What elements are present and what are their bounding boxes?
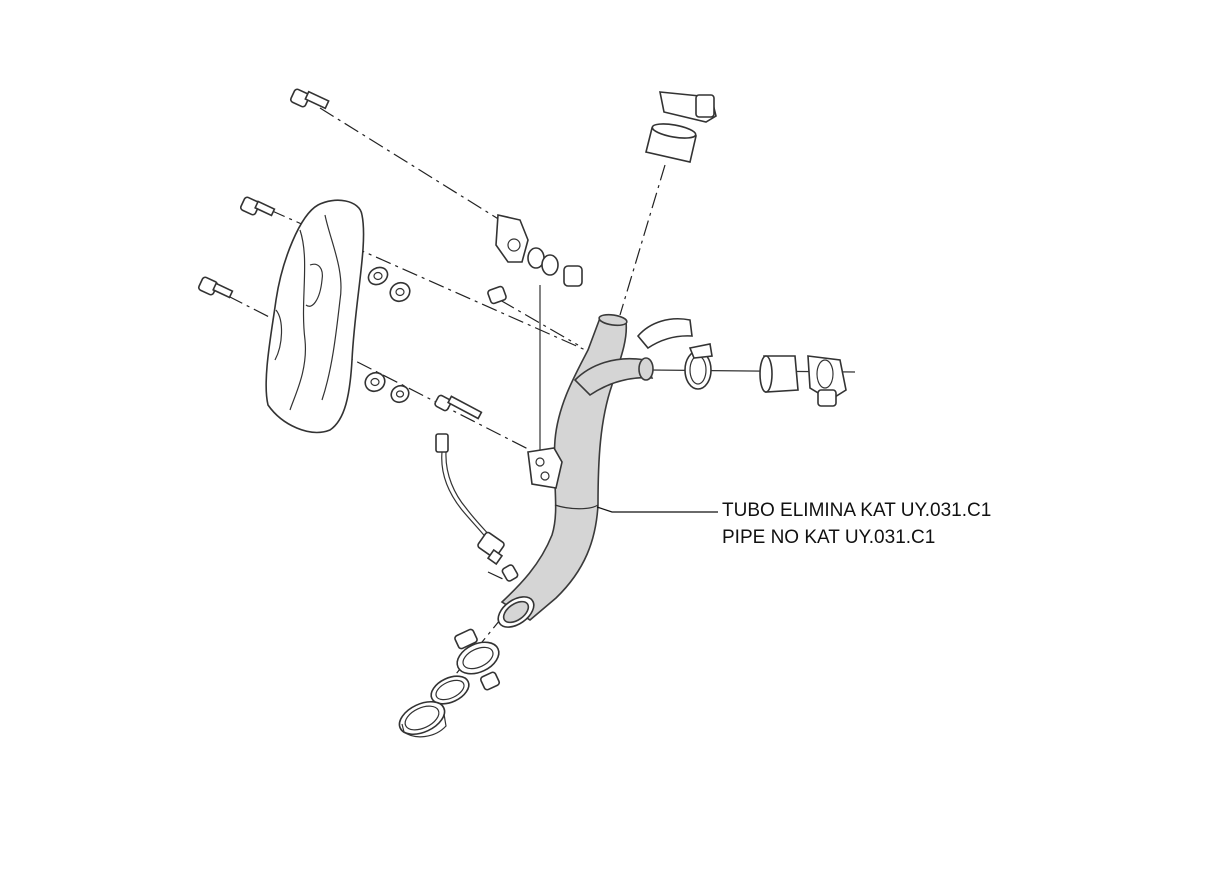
bolt-upper-left bbox=[239, 196, 276, 217]
top-clamp bbox=[659, 91, 717, 123]
heat-guard-small bbox=[636, 318, 693, 350]
bolt-lower-left bbox=[197, 276, 234, 299]
axis-line-lower-bolt bbox=[227, 295, 531, 451]
grommet-upper bbox=[367, 266, 389, 286]
axis-line-nut bbox=[499, 299, 579, 346]
axis-line-top-bolt bbox=[319, 107, 501, 221]
lambda-sensor bbox=[435, 433, 505, 566]
lower-gasket-ring bbox=[430, 675, 470, 705]
label-leader-line bbox=[596, 506, 718, 513]
washer-upper bbox=[389, 281, 411, 303]
axis-line-top-clamp bbox=[619, 164, 666, 316]
side-clamp-ring bbox=[684, 343, 713, 390]
bolt-long bbox=[434, 394, 483, 420]
heat-shield bbox=[265, 199, 365, 434]
axis-line-sensor bbox=[487, 571, 506, 581]
mounting-bracket bbox=[495, 214, 583, 287]
pipe-bracket bbox=[527, 447, 563, 489]
side-sleeve bbox=[759, 355, 799, 393]
washer-lower bbox=[390, 384, 410, 404]
exhaust-pipe bbox=[497, 313, 654, 628]
side-clamp bbox=[807, 355, 847, 407]
bolt-top bbox=[289, 88, 330, 110]
nut bbox=[487, 285, 507, 305]
grommet-lower bbox=[364, 371, 386, 393]
part-label-line-1: TUBO ELIMINA KAT UY.031.C1 bbox=[722, 500, 991, 521]
part-label-line-2: PIPE NO KAT UY.031.C1 bbox=[722, 527, 935, 548]
lower-sleeve-ring bbox=[398, 700, 447, 738]
lower-clamp bbox=[454, 628, 501, 691]
top-sleeve bbox=[645, 123, 697, 163]
